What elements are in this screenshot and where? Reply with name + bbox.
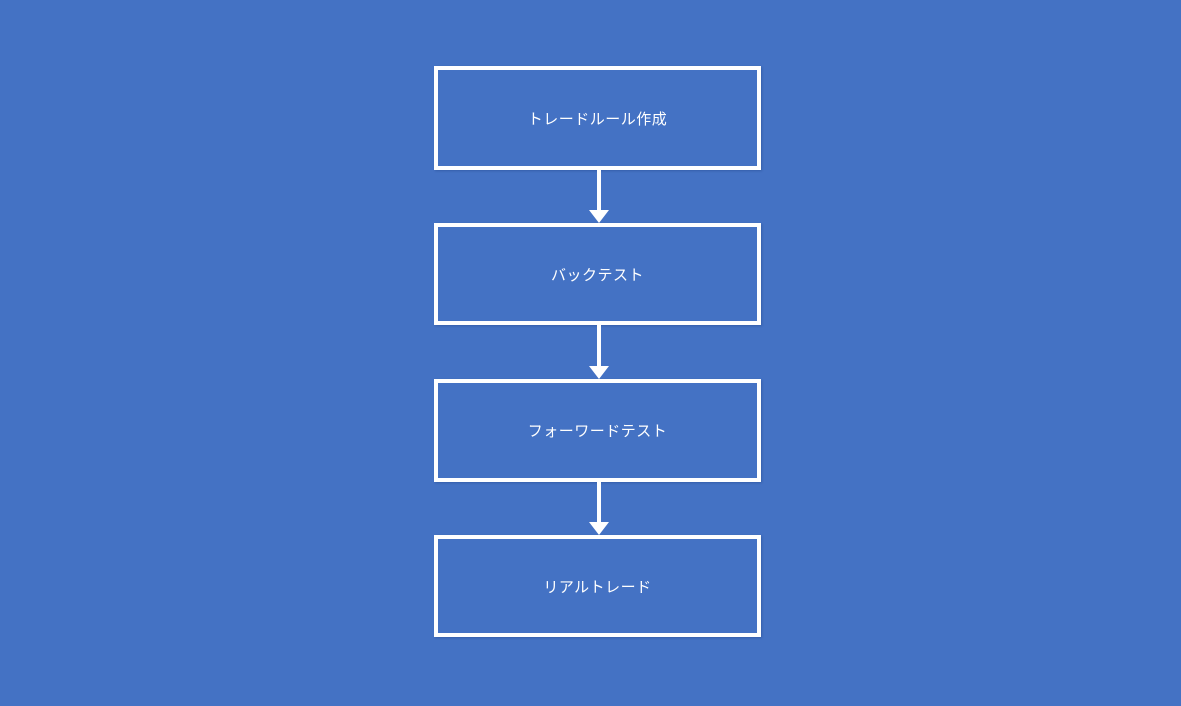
arrow-line	[597, 482, 601, 522]
node-label-backtest: バックテスト	[550, 266, 644, 284]
node-label-forward-test: フォーワードテスト	[527, 423, 668, 440]
flow-arrow-1	[589, 170, 609, 223]
arrow-head-down-icon	[589, 366, 609, 379]
arrow-head-down-icon	[589, 210, 609, 223]
node-label-trade-rule-creation: トレードルール作成	[527, 110, 668, 128]
flow-node-forward-test: フォーワードテスト	[434, 379, 761, 482]
flow-arrow-2	[589, 325, 609, 379]
arrow-head-down-icon	[589, 522, 609, 535]
flow-arrow-3	[589, 482, 609, 535]
arrow-line	[597, 170, 601, 210]
flow-node-trade-rule-creation: トレードルール作成	[434, 66, 761, 170]
arrow-line	[597, 325, 601, 366]
flow-node-real-trade: リアルトレード	[434, 535, 761, 637]
node-label-real-trade: リアルトレード	[543, 578, 652, 596]
flow-node-backtest: バックテスト	[434, 223, 761, 325]
